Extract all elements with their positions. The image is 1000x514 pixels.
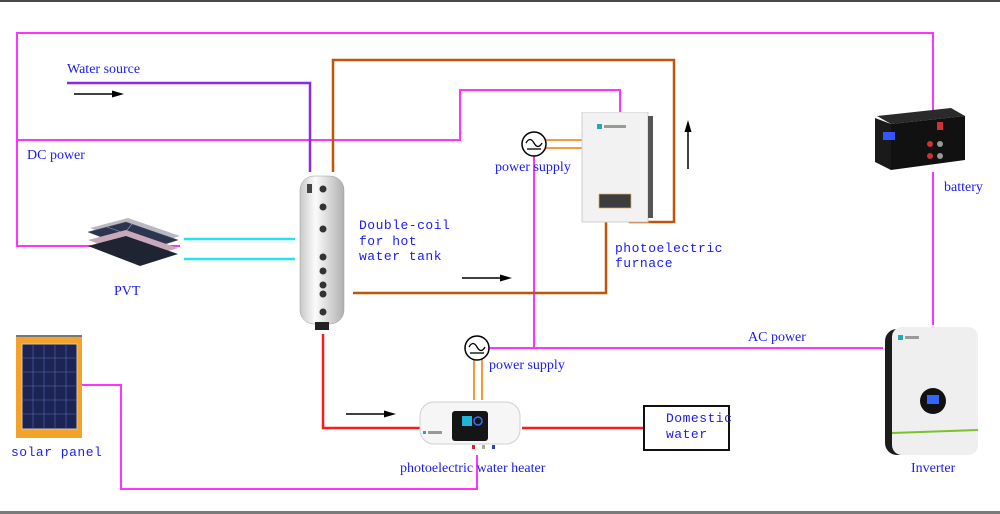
hot-water-out-line bbox=[321, 334, 420, 430]
top-border bbox=[0, 0, 1000, 2]
solar-panel-label: solar panel bbox=[11, 445, 103, 460]
bottom-border bbox=[0, 511, 1000, 514]
tank-label-line-3: water tank bbox=[359, 249, 443, 264]
domestic-water-label-line-1: Domestic bbox=[666, 411, 733, 426]
flow-arrow-icon bbox=[462, 274, 512, 282]
inverter-label: Inverter bbox=[911, 461, 956, 476]
domestic-water-label-line-2: water bbox=[666, 427, 708, 442]
flow-arrow-icon bbox=[346, 410, 396, 418]
water-heater-label: photoelectric water heater bbox=[400, 461, 546, 476]
flow-arrow-icon bbox=[74, 90, 124, 98]
dc-power-line-inner bbox=[17, 89, 621, 141]
solar-panel-icon bbox=[16, 335, 82, 438]
ac-power-label: AC power bbox=[748, 330, 806, 345]
furnace-label-line-2: furnace bbox=[615, 256, 674, 271]
furnace-power-supply-label: power supply bbox=[495, 160, 571, 175]
domestic-water-box: Domestic water bbox=[643, 405, 733, 451]
solar-panel-line bbox=[80, 384, 478, 490]
battery-icon bbox=[875, 108, 965, 170]
hot-water-loop-bottom bbox=[353, 222, 608, 295]
tank-label-line-2: for hot bbox=[359, 234, 418, 249]
flow-arrow-icon bbox=[684, 120, 692, 169]
pvt-label: PVT bbox=[114, 284, 141, 299]
dc-power-label: DC power bbox=[27, 148, 85, 163]
furnace-label-line-1: photoelectric bbox=[615, 241, 723, 256]
water-source-label: Water source bbox=[67, 62, 141, 77]
power-supply-icon bbox=[521, 131, 584, 157]
tank-label-line-1: Double-coil bbox=[359, 218, 451, 233]
photoelectric-furnace-icon bbox=[581, 112, 653, 223]
water-source-line bbox=[67, 81, 312, 172]
heater-power-supply-label: power supply bbox=[489, 358, 565, 373]
pvt-panel-icon bbox=[87, 218, 180, 266]
dc-power-line-outer bbox=[16, 32, 934, 247]
inverter-icon bbox=[885, 327, 979, 455]
power-supply-icon bbox=[464, 335, 490, 400]
hot-water-tank-icon bbox=[299, 175, 345, 330]
photoelectric-water-heater-icon bbox=[419, 401, 521, 449]
battery-label: battery bbox=[944, 180, 983, 195]
